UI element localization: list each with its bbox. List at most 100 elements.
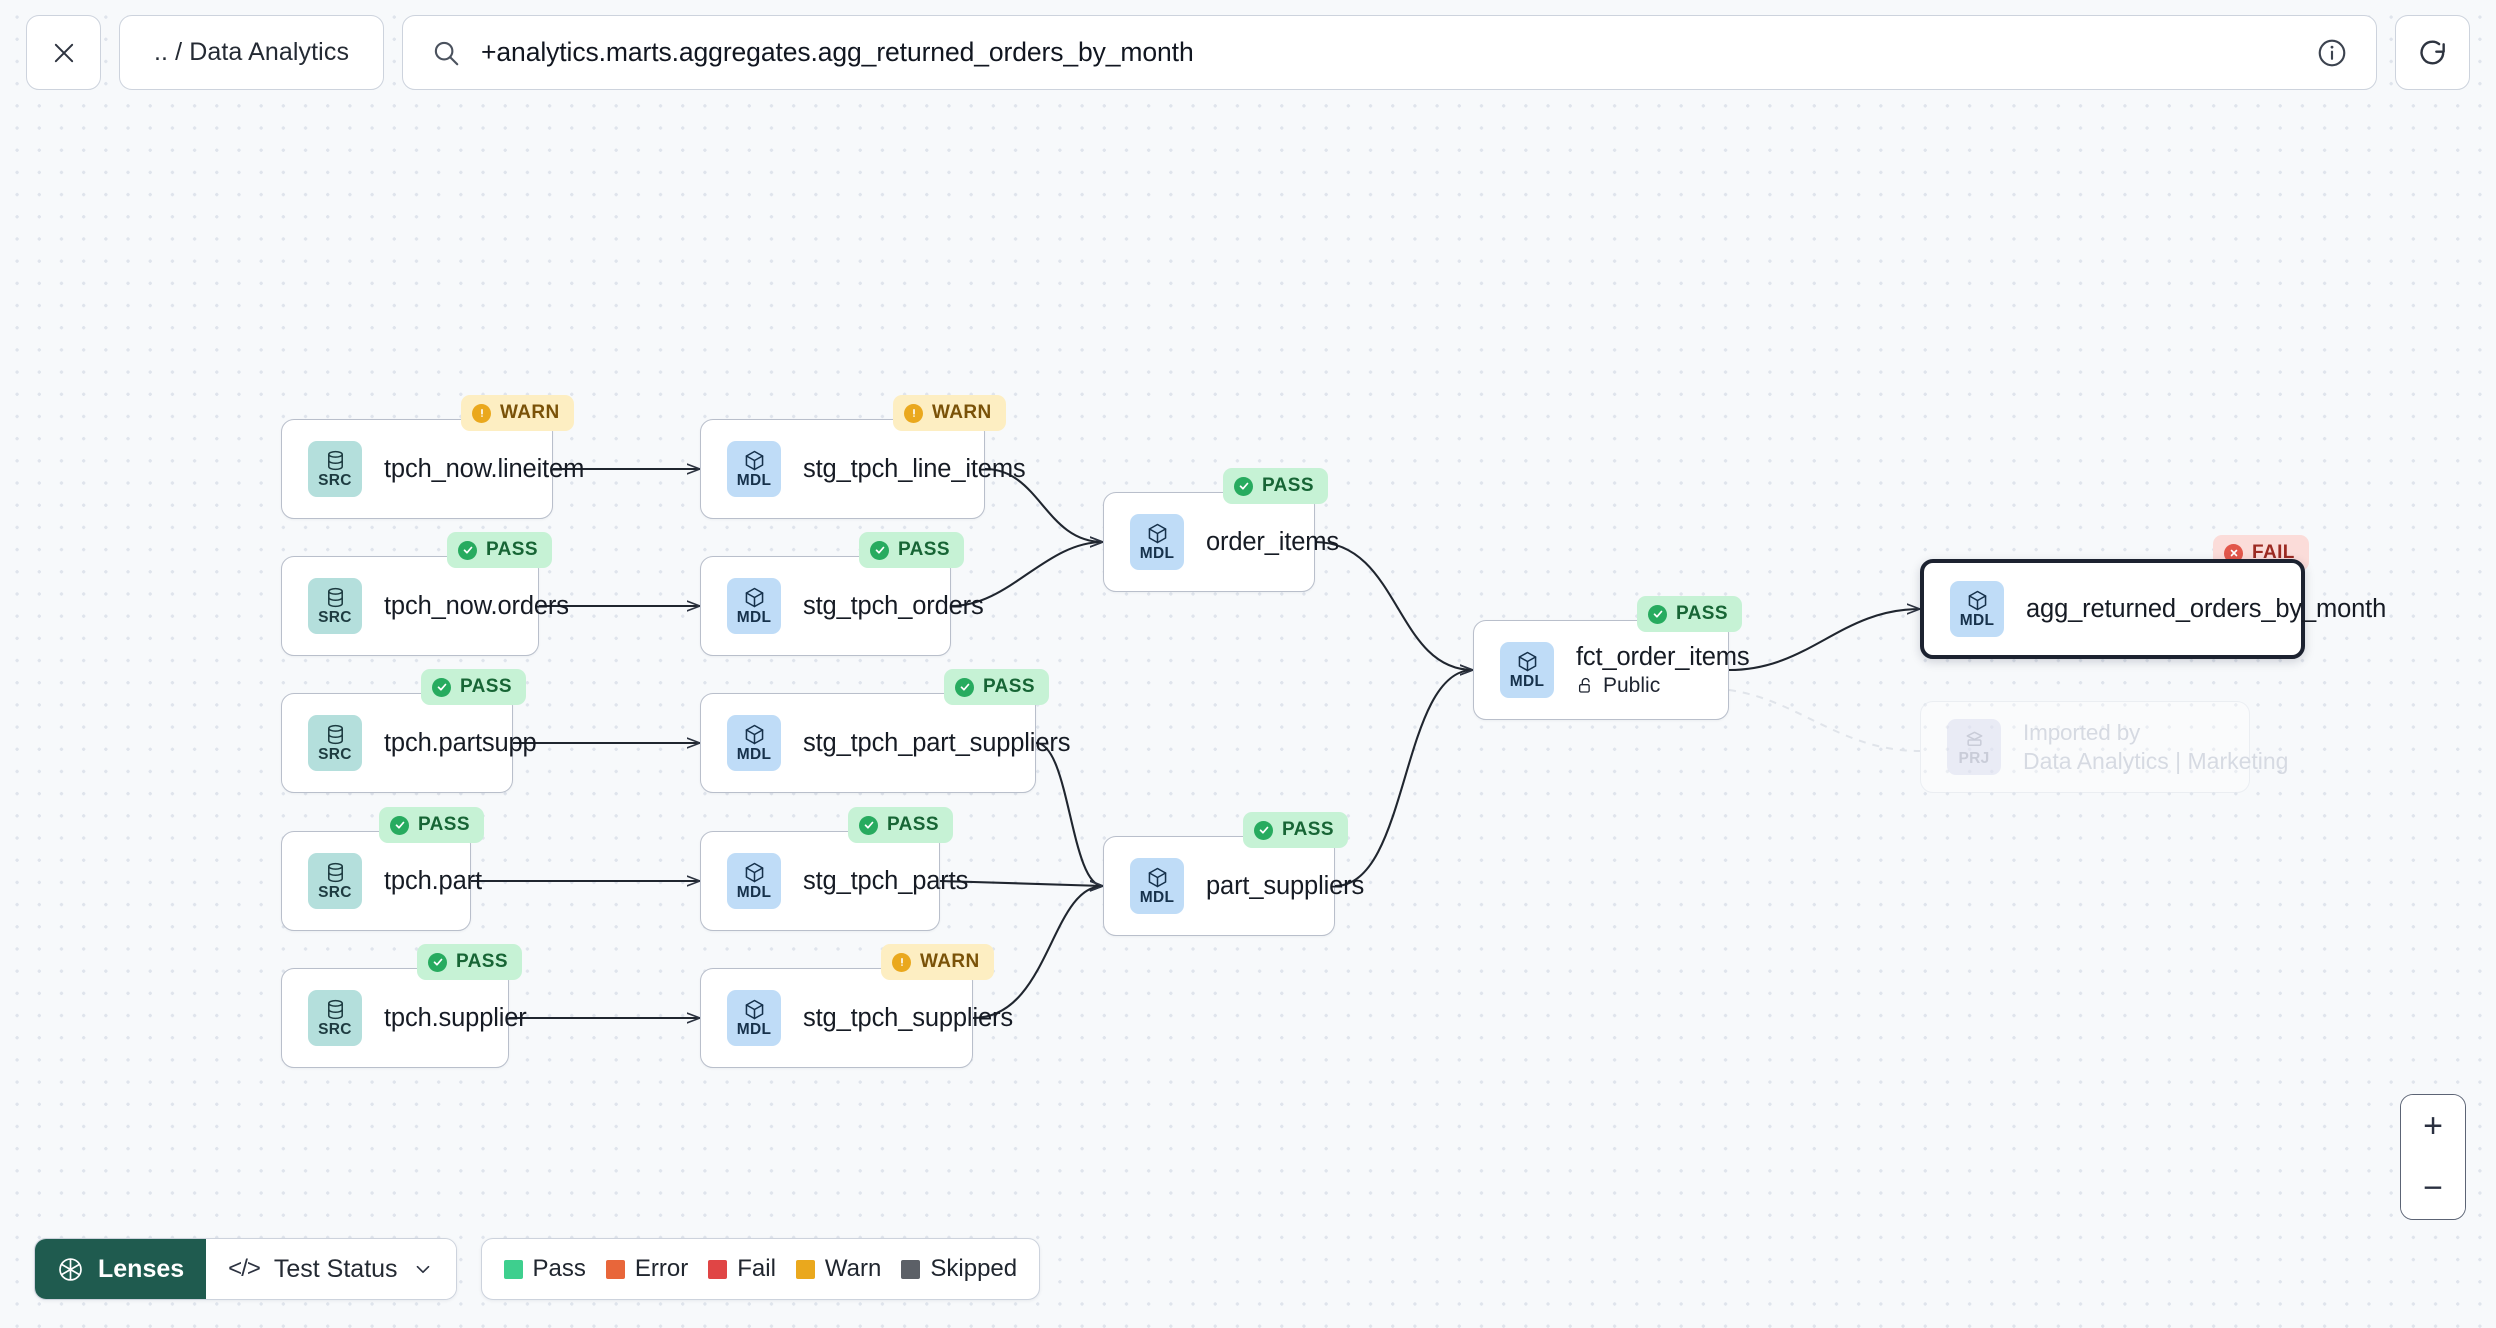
node-type-chip-mdl: MDL [1950,581,2004,637]
node-title: tpch.part [384,866,482,895]
database-icon [324,998,347,1021]
aperture-icon [59,1257,82,1281]
check-icon [1648,604,1667,624]
status-badge-order_items[interactable]: PASS [1223,468,1328,504]
search-input[interactable] [481,37,2296,68]
legend-item-pass[interactable]: Pass [503,1255,586,1283]
check-icon [390,815,409,835]
graph-node-tpch_partsupp[interactable]: SRC tpch.partsupp [281,693,537,793]
node-type-chip-prj: PRJ [1947,719,2001,775]
status-badge-tpch_now_orders[interactable]: PASS [447,532,552,568]
zoom-out-button[interactable]: − [2401,1157,2465,1219]
test-status-dropdown[interactable]: </> Test Status [206,1239,456,1299]
status-badge-label: PASS [456,951,508,972]
check-icon [955,677,974,697]
node-type-label: SRC [318,884,352,902]
search-bar[interactable] [402,15,2377,90]
node-title: agg_returned_orders_by_month [2026,594,2387,623]
refresh-button[interactable] [2395,15,2470,90]
node-type-label: MDL [736,472,772,490]
node-type-chip-mdl: MDL [727,853,781,909]
node-title: tpch.supplier [384,1003,527,1032]
graph-node-tpch_now_lineitem[interactable]: SRC tpch_now.lineitem [281,419,585,519]
status-badge-stg_tpch_parts[interactable]: PASS [848,807,953,843]
node-body: tpch.part [384,866,482,896]
cube-icon [1146,522,1169,545]
legend-swatch [605,1259,625,1279]
check-icon [1254,820,1273,840]
warning-icon [904,403,923,423]
node-title: fct_order_items [1576,642,1750,671]
node-type-chip-mdl: MDL [1130,858,1184,914]
status-badge-part_suppliers[interactable]: PASS [1243,812,1348,848]
node-subtitle-text: Data Analytics | Marketing [2023,747,2289,774]
status-badge-stg_tpch_orders[interactable]: PASS [859,532,964,568]
zoom-in-button[interactable]: + [2401,1095,2465,1157]
graph-node-tpch_part[interactable]: SRC tpch.part [281,831,482,931]
legend-swatch [795,1259,815,1279]
node-body: tpch.partsupp [384,729,537,758]
status-badge-label: PASS [983,676,1035,697]
node-type-chip-src: SRC [308,853,362,909]
status-badge-tpch_partsupp[interactable]: PASS [421,669,526,705]
status-badge-label: PASS [418,814,470,835]
status-badge-tpch_supplier[interactable]: PASS [417,944,522,980]
status-badge-fct_order_items[interactable]: PASS [1637,596,1742,632]
legend-label: Error [634,1255,689,1282]
top-toolbar: .. / Data Analytics [0,0,2496,105]
status-badge-label: PASS [1262,475,1314,496]
node-type-label: SRC [318,746,352,764]
cube-icon [743,723,766,746]
cube-icon [743,998,766,1021]
search-icon [434,41,459,65]
legend-item-error[interactable]: Error [605,1255,689,1283]
info-icon[interactable] [2316,37,2348,69]
unlock-icon [1576,676,1595,695]
node-title: tpch_now.orders [384,591,569,620]
node-type-label: MDL [1139,545,1175,563]
lenses-button[interactable]: Lenses [35,1239,207,1299]
graph-node-part_suppliers[interactable]: MDL part_suppliers [1103,836,1364,936]
node-title: stg_tpch_parts [803,866,969,895]
cube-icon [743,586,766,609]
node-title: tpch_now.lineitem [384,454,585,483]
legend-item-warn[interactable]: Warn [795,1255,881,1283]
legend-label: Fail [737,1255,776,1282]
node-type-label: MDL [736,1021,772,1039]
status-badge-stg_tpch_part_suppliers[interactable]: PASS [944,669,1049,705]
warning-icon [472,403,491,423]
legend-swatch [708,1259,728,1279]
graph-node-stg_tpch_parts[interactable]: MDL stg_tpch_parts [700,831,969,931]
legend-item-skipped[interactable]: Skipped [901,1255,1017,1283]
breadcrumb[interactable]: .. / Data Analytics [119,15,385,90]
status-badge-stg_tpch_suppliers[interactable]: WARN [881,944,994,980]
status-badge-stg_tpch_line_items[interactable]: WARN [893,395,1006,431]
status-badge-tpch_part[interactable]: PASS [379,807,484,843]
node-type-chip-src: SRC [308,715,362,771]
node-type-chip-src: SRC [308,441,362,497]
node-subtitle: Public [1576,674,1702,698]
close-button[interactable] [26,15,101,90]
graph-node-agg_returned_orders_by_month[interactable]: MDL agg_returned_orders_by_month [1920,559,2387,659]
status-badge-tpch_now_lineitem[interactable]: WARN [461,395,574,431]
database-icon [324,861,347,884]
node-body: part_suppliers [1206,872,1364,901]
legend-item-fail[interactable]: Fail [708,1255,776,1283]
status-badge-label: PASS [1676,603,1728,624]
node-type-label: MDL [736,884,772,902]
zoom-controls: + − [2400,1094,2466,1220]
node-type-chip-mdl: MDL [1500,642,1554,698]
node-body: stg_tpch_parts [803,866,969,896]
database-icon [324,449,347,472]
